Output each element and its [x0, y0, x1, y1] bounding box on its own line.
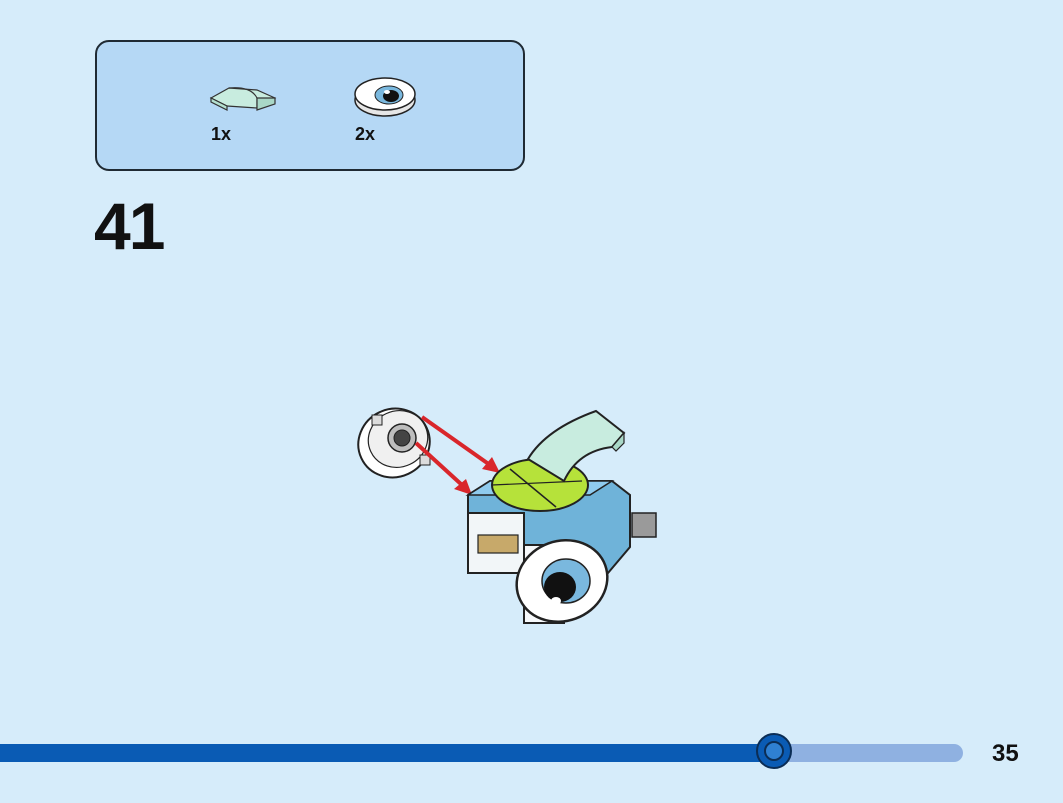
part-curved-slope: 1x [207, 80, 279, 144]
progress-bar [0, 744, 963, 762]
placement-arrows [414, 415, 500, 495]
progress-fill [0, 744, 778, 762]
big-eye [515, 539, 609, 623]
page-number: 35 [992, 740, 1019, 767]
eye-tile-icon [354, 77, 416, 117]
assembly-model-image [357, 407, 657, 624]
step-number: 41 [94, 189, 165, 263]
placed-curved-slope [526, 409, 626, 483]
parts-callout: 1x 2x [95, 40, 525, 171]
part-quantity: 2x [355, 124, 376, 144]
progress-indicator-icon [756, 733, 792, 769]
part-quantity: 1x [211, 124, 232, 144]
build-illustration [350, 395, 680, 640]
eye-tile-part [357, 407, 431, 479]
curved-slope-icon [209, 87, 277, 111]
part-eye-tile: 2x [351, 72, 421, 144]
